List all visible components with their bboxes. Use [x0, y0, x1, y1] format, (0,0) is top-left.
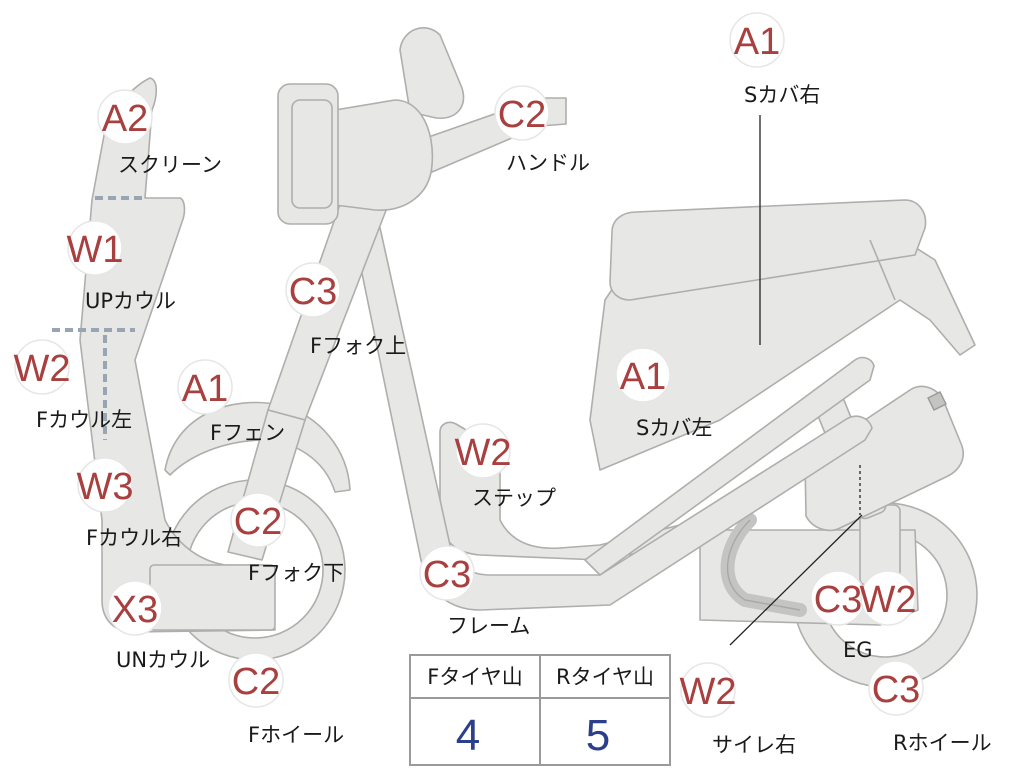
grade-handle: C2: [498, 94, 547, 136]
grade-f-cowl-right: W3: [77, 466, 134, 508]
grade-r-wheel: C3: [872, 669, 921, 711]
grade-muffler-right: W2: [680, 671, 737, 713]
grade-eg: C3: [814, 579, 863, 621]
badge-muffler-right: W2 サイレ右: [680, 662, 796, 757]
label-un-cowl: UNカウル: [116, 648, 210, 672]
badge-eg-w2: W2: [860, 570, 917, 626]
grade-un-cowl: X3: [112, 589, 158, 631]
label-f-fork-upper: Fフォク上: [310, 334, 406, 358]
badge-frame: C3 フレーム: [419, 545, 530, 638]
grade-screen: A2: [102, 98, 148, 140]
grade-f-fork-upper: C3: [289, 271, 338, 313]
badge-step: W2 ステップ: [455, 423, 556, 510]
front-tire-header: Fタイヤ山: [427, 665, 522, 689]
grade-f-fork-lower: C2: [234, 501, 283, 543]
label-f-fork-lower: Fフォク下: [248, 561, 344, 585]
label-f-fender: Fフェン: [210, 421, 285, 445]
badge-s-cover-right: A1 Sカバ右: [729, 12, 820, 107]
label-muffler-right: サイレ右: [712, 733, 796, 757]
badge-s-cover-left: A1 Sカバ左: [615, 347, 712, 440]
badge-f-wheel: C2 Fホイール: [228, 652, 344, 747]
grade-f-wheel: C2: [232, 661, 281, 703]
badge-screen: A2 スクリーン: [97, 89, 222, 177]
label-f-cowl-left: Fカウル左: [36, 408, 132, 432]
badge-un-cowl: X3 UNカウル: [107, 580, 210, 672]
badge-f-cowl-right: W3 Fカウル右: [77, 457, 182, 550]
grade-up-cowl: W1: [67, 229, 124, 271]
badge-eg: C3 EG: [810, 570, 873, 662]
label-r-wheel: Rホイール: [893, 731, 992, 755]
badge-f-fender: A1 Fフェン: [177, 359, 285, 445]
grade-f-cowl-left: W2: [14, 348, 71, 390]
tire-table: Fタイヤ山 Rタイヤ山 4 5: [409, 654, 671, 766]
label-handle: ハンドル: [506, 151, 590, 175]
label-eg: EG: [843, 638, 873, 662]
grade-frame: C3: [423, 554, 472, 596]
front-tire-value: 4: [456, 711, 480, 760]
label-f-cowl-right: Fカウル右: [86, 526, 182, 550]
badge-r-wheel: C3 Rホイール: [868, 660, 992, 755]
label-screen: スクリーン: [118, 153, 222, 177]
label-step: ステップ: [472, 486, 556, 510]
label-s-cover-left: Sカバ左: [636, 416, 712, 440]
label-up-cowl: UPカウル: [85, 289, 176, 313]
grade-f-fender: A1: [182, 368, 228, 410]
rear-tire-value: 5: [586, 711, 610, 760]
grade-step: W2: [455, 432, 512, 474]
grade-eg-w2: W2: [860, 579, 917, 621]
grade-s-cover-left: A1: [620, 356, 666, 398]
badge-f-fork-upper: C3 Fフォク上: [285, 262, 406, 358]
rear-tire-header: Rタイヤ山: [556, 665, 654, 689]
badge-f-fork-lower: C2 Fフォク下: [230, 492, 344, 585]
leader-lines: [729, 115, 863, 646]
label-frame: フレーム: [447, 614, 530, 638]
label-s-cover-right: Sカバ右: [744, 83, 820, 107]
body-shape: [589, 199, 976, 471]
badge-up-cowl: W1 UPカウル: [67, 220, 176, 313]
badge-f-cowl-left: W2 Fカウル左: [14, 339, 132, 432]
grade-s-cover-right: A1: [734, 21, 780, 63]
muffler-shape: [804, 385, 964, 532]
badge-handle: C2 ハンドル: [494, 85, 590, 175]
cowl-divisions: [52, 196, 145, 440]
label-f-wheel: Fホイール: [248, 723, 344, 747]
